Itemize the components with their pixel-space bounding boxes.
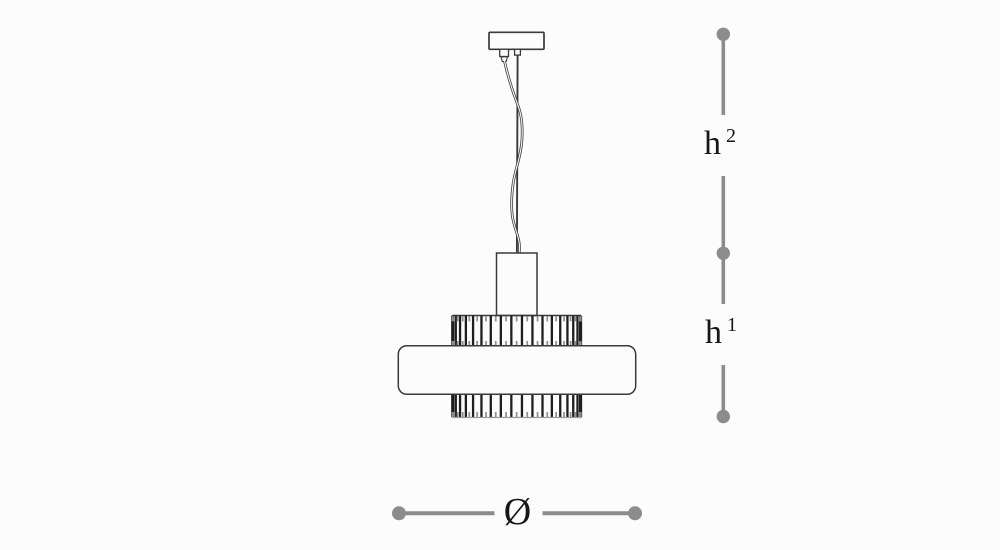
dim-dot-bottom	[716, 409, 730, 424]
stem-tube	[495, 252, 538, 317]
dim-label-h2-base: h	[704, 125, 721, 162]
ribbed-shade-slats	[451, 315, 583, 418]
dim-dot-top	[716, 27, 730, 41]
dim-label-h1-base: h	[705, 314, 722, 351]
suspension-cable	[515, 55, 519, 254]
middle-band	[397, 344, 637, 396]
dim-label-h2-sup: 2	[726, 125, 736, 147]
diameter-symbol: Ø	[503, 491, 532, 533]
cord-fitting-left	[499, 48, 510, 58]
dim-dot-diameter-left	[392, 506, 406, 521]
dim-label-diameter: Ø	[504, 493, 531, 531]
ceiling-canopy	[488, 31, 545, 51]
dim-label-h1-sup: 1	[727, 314, 737, 336]
power-cord-highlight	[503, 60, 523, 254]
cord-fitting-right	[513, 48, 522, 56]
cord-fitting-left-taper	[500, 56, 509, 63]
dim-dot-diameter-right	[628, 506, 642, 521]
dim-dot-middle	[716, 246, 730, 260]
